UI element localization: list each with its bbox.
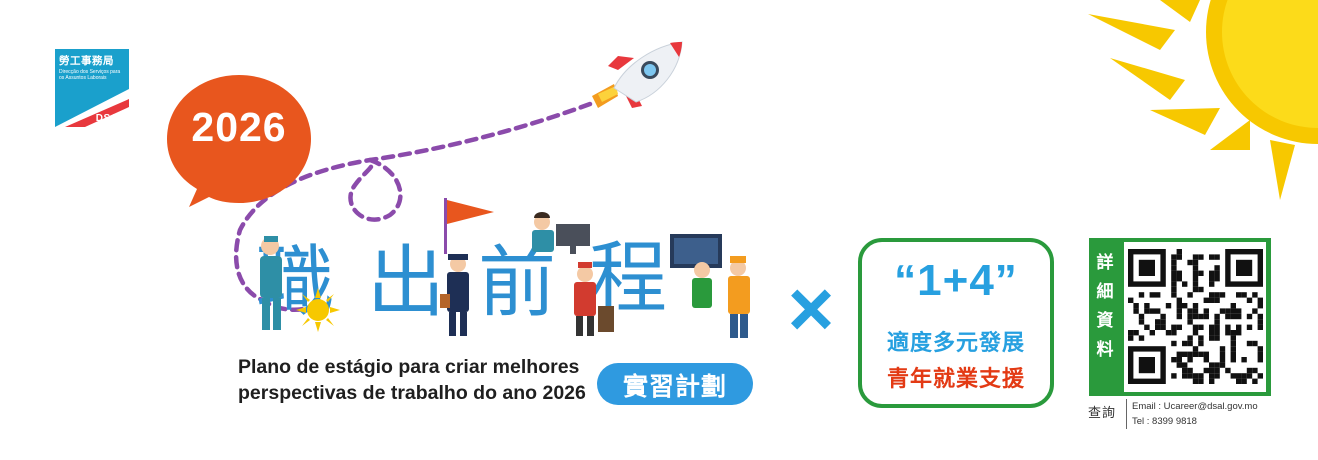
contact-email[interactable]: Email : Ucareer@dsal.gov.mo xyxy=(1132,401,1258,412)
logo-pt-text: Direcção dos Serviços para os Assuntos L… xyxy=(59,69,121,81)
year-bubble xyxy=(167,75,311,207)
plan-badge-label: 實習計劃 xyxy=(622,373,727,401)
qr-label-char-4: 料 xyxy=(1096,340,1114,359)
program-line-2: 青年就業支援 xyxy=(886,366,1025,391)
program-box xyxy=(858,238,1054,408)
plan-badge xyxy=(597,363,753,405)
qr-label-char-2: 細 xyxy=(1096,282,1114,301)
small-sun-icon xyxy=(296,288,340,332)
title-char-2: 出 xyxy=(367,238,446,328)
cross-symbol: × xyxy=(787,264,835,353)
contact-prefix: 查詢 xyxy=(1088,405,1117,420)
year-label: 2026 xyxy=(191,104,287,150)
worker-figures-illustration xyxy=(260,212,750,338)
qr-label-char-1: 詳 xyxy=(1096,253,1114,272)
contact-divider xyxy=(1126,399,1127,429)
subtitle-portuguese: Plano de estágio para criar melhores per… xyxy=(238,356,586,404)
qr-code[interactable] xyxy=(1124,242,1266,392)
logo-en-text: DSAL xyxy=(95,113,125,124)
contact-tel[interactable]: Tel : 8399 9818 xyxy=(1132,416,1197,427)
sun-illustration xyxy=(1088,0,1318,200)
logo-zh-text: 勞工事務局 xyxy=(59,55,114,67)
rocket-icon xyxy=(592,41,683,108)
dsal-logo: 勞工事務局 Direcção dos Serviços para os Assu… xyxy=(55,49,129,127)
title-char-3: 前 xyxy=(478,238,557,328)
program-number: “1+4” xyxy=(894,256,1018,305)
flag-icon xyxy=(444,198,494,254)
qr-label: 詳 細 資 料 xyxy=(1094,248,1116,364)
program-line-1: 適度多元發展 xyxy=(886,330,1025,355)
qr-label-char-3: 資 xyxy=(1096,311,1114,330)
